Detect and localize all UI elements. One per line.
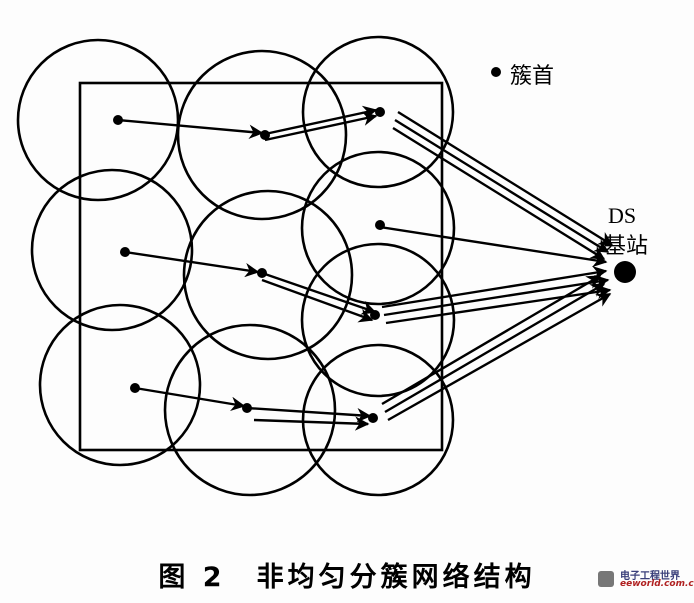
cluster-circle <box>300 150 456 306</box>
watermark-logo: 电子工程世界 eeworld.com.cn <box>598 567 694 597</box>
arrow <box>384 282 606 414</box>
cluster-circle <box>301 343 455 497</box>
cluster-head <box>375 107 385 117</box>
cluster-circle <box>38 303 202 467</box>
cluster-head <box>375 220 385 230</box>
cluster-head <box>257 268 267 278</box>
legend-dot-icon <box>491 67 501 77</box>
cluster-head <box>368 413 378 423</box>
legend-label: 簇首 <box>510 64 555 89</box>
arrow <box>381 265 608 309</box>
arrow <box>394 118 610 254</box>
cluster-circle <box>176 49 348 221</box>
watermark-en: eeworld.com.cn <box>620 579 694 589</box>
arrow <box>124 250 260 278</box>
logo-icon <box>598 571 614 587</box>
cluster-circle <box>163 323 337 497</box>
base-station-label-ds: DS <box>608 203 637 228</box>
arrow <box>117 118 264 140</box>
arrow <box>261 278 374 323</box>
cluster-head <box>242 403 252 413</box>
arrow <box>387 292 612 422</box>
arrow <box>264 111 378 142</box>
arrow <box>392 126 606 261</box>
cluster-circle <box>182 189 354 361</box>
arrow <box>261 271 377 315</box>
cluster-circle <box>16 38 180 202</box>
cluster-circle <box>30 168 194 332</box>
figure-caption: 图 2 非均匀分簇网络结构 <box>158 562 536 593</box>
arrow <box>246 406 372 423</box>
network-area <box>78 81 444 452</box>
cluster-head <box>120 247 130 257</box>
arrow <box>253 416 370 431</box>
cluster-head <box>260 130 270 140</box>
arrow <box>397 110 614 247</box>
arrow <box>385 284 612 325</box>
arrow <box>381 274 602 406</box>
arrow <box>379 225 608 268</box>
cluster-circle <box>301 35 455 189</box>
arrow <box>264 105 378 136</box>
arrow <box>134 386 246 411</box>
cluster-head <box>113 115 123 125</box>
watermark-cn: 电子工程世界 <box>620 571 680 582</box>
base-station-node <box>614 261 636 283</box>
cluster-circle <box>300 242 456 398</box>
cluster-head <box>130 383 140 393</box>
arrow <box>383 274 610 317</box>
cluster-head <box>370 310 380 320</box>
base-station-label: 基站 <box>604 234 649 259</box>
